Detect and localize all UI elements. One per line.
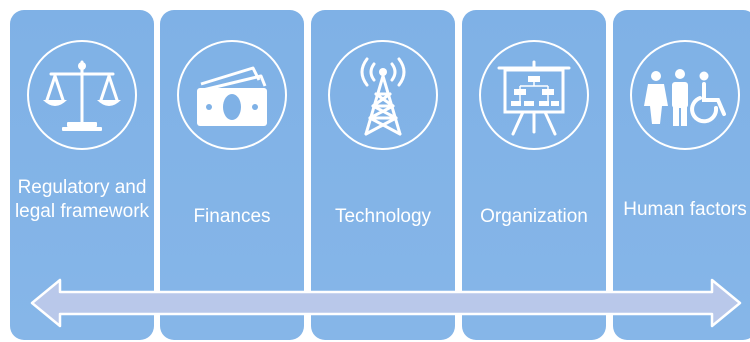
panel-organization: Organization — [462, 10, 606, 340]
panel-human-factors: Human factors — [613, 10, 750, 340]
panel-label: Regulatory and legal framework — [14, 177, 150, 222]
panel-regulatory: Regulatory and legal framework — [10, 10, 154, 340]
double-arrow-icon — [30, 278, 742, 328]
panel-label: Human factors — [623, 199, 747, 220]
panel-label: Organization — [480, 206, 588, 227]
panel-finances: Finances — [160, 10, 304, 340]
scales-icon — [27, 40, 137, 150]
panel-technology: Technology — [311, 10, 455, 340]
people-accessibility-icon — [630, 40, 740, 150]
panel-label: Technology — [334, 206, 432, 227]
antenna-tower-icon — [328, 40, 438, 150]
money-icon — [177, 40, 287, 150]
org-chart-easel-icon — [479, 40, 589, 150]
panel-label: Finances — [193, 206, 271, 227]
